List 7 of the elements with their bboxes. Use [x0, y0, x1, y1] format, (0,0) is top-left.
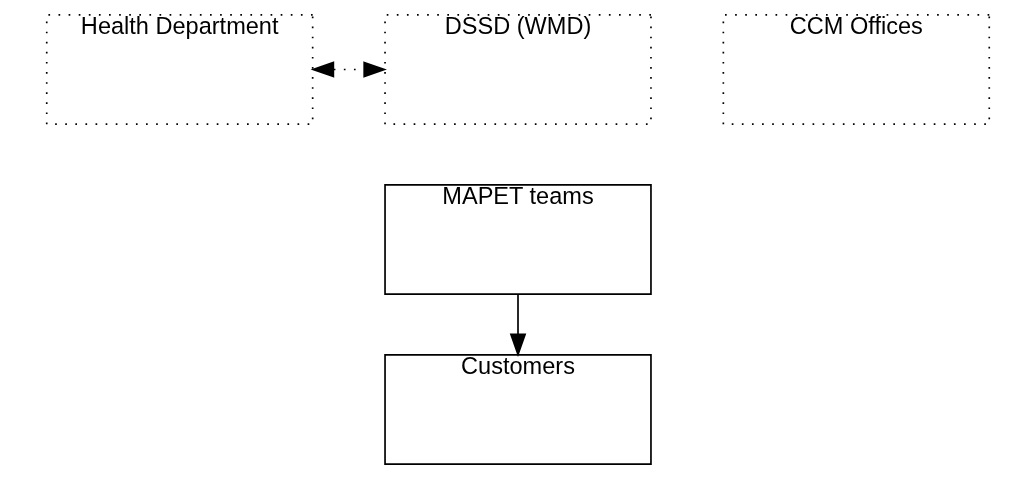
node-box: MAPET teams: [384, 183, 652, 296]
node-box: CCM Offices: [722, 13, 991, 126]
arrow: [310, 61, 387, 78]
arrow: [509, 293, 527, 358]
node-box: Customers: [384, 353, 652, 466]
node-box: DSSD (WMD): [384, 13, 652, 126]
node-box: Health Department: [45, 13, 314, 126]
